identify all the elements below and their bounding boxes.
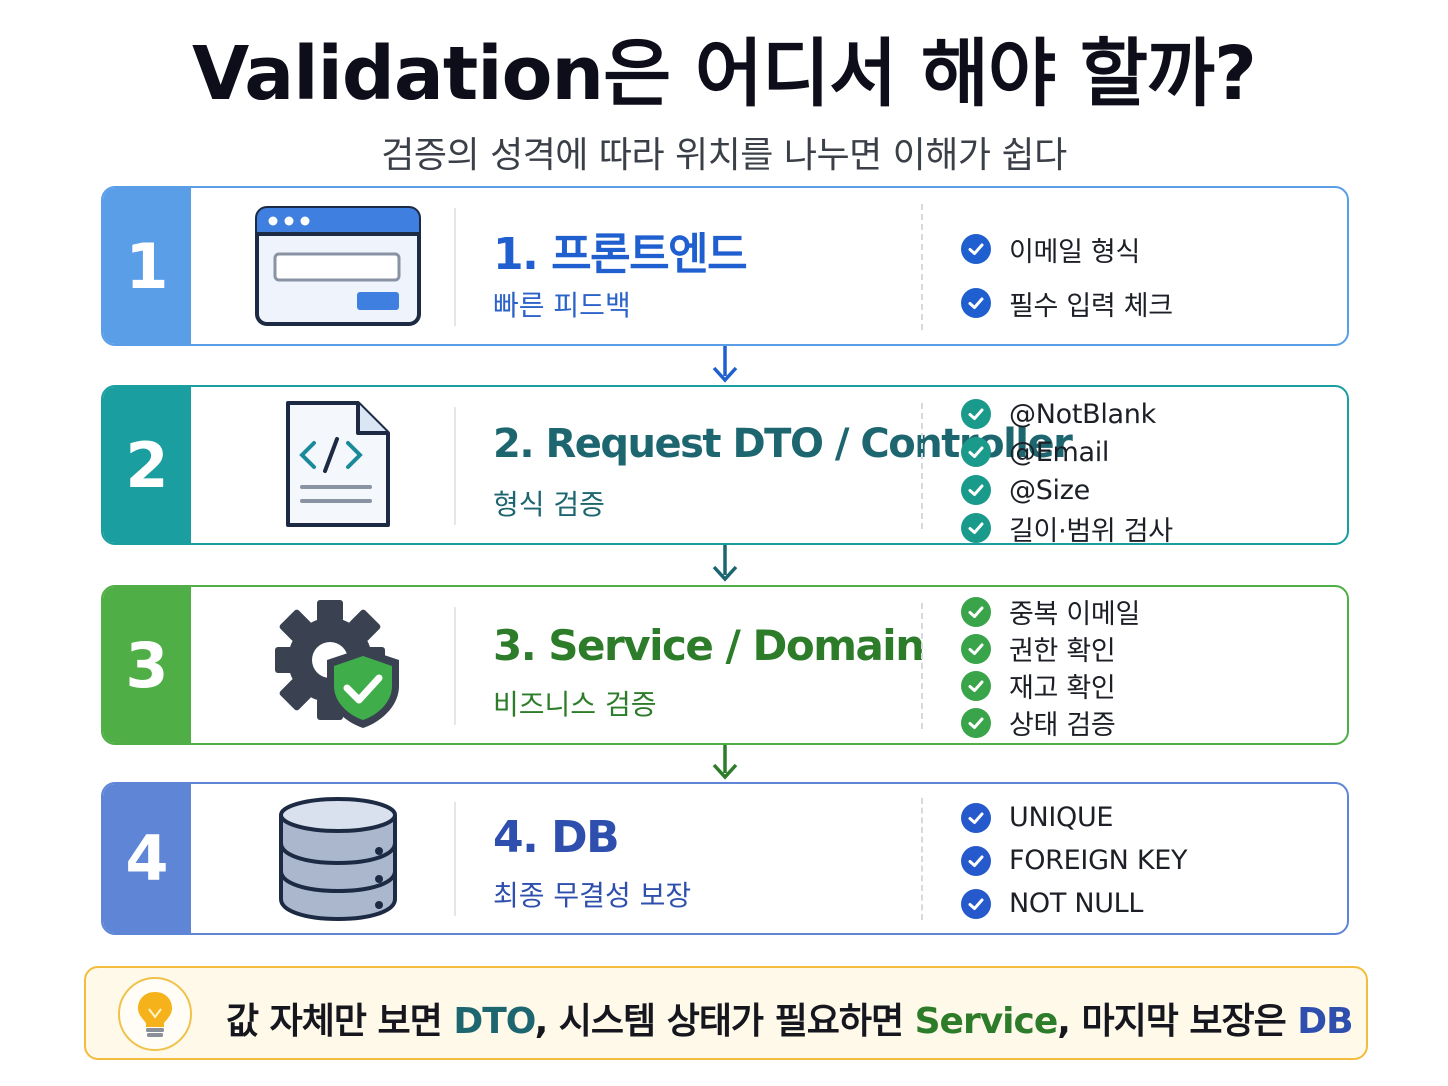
check-item: @NotBlank (961, 395, 1347, 433)
dashed-divider (921, 403, 923, 529)
check-text: 권한 확인 (1009, 636, 1116, 667)
check-text: 재고 확인 (1009, 673, 1116, 704)
check-item: 이메일 형식 (961, 222, 1347, 276)
summary-part: , 마지막 보장은 (1057, 1001, 1298, 1042)
step-card-frontend: 1 1. 프론트엔드 빠른 피드백 이메일 형식 필수 입력 체크 (101, 186, 1349, 346)
check-circle-icon (961, 513, 991, 543)
check-circle-icon (961, 888, 991, 919)
code-file-icon (223, 387, 453, 543)
summary-part: 값 자체만 보면 (226, 1001, 454, 1042)
check-text: NOT NULL (1009, 888, 1144, 919)
divider (454, 802, 456, 916)
divider (454, 407, 456, 525)
page-subtitle: 검증의 성격에 따라 위치를 나누면 이해가 쉽다 (381, 135, 1067, 176)
down-arrow-icon (712, 346, 738, 383)
check-text: @NotBlank (1009, 398, 1156, 430)
check-item: 중복 이메일 (961, 593, 1347, 630)
check-list: 이메일 형식 필수 입력 체크 (961, 222, 1347, 330)
page-title: Validation은 어디서 해야 할까? (192, 31, 1257, 117)
gear-shield-icon (223, 587, 453, 743)
check-item: 길이·범위 검사 (961, 509, 1347, 545)
check-item: FOREIGN KEY (961, 839, 1347, 882)
step-subtitle: 빠른 피드백 (493, 289, 631, 322)
check-circle-icon (961, 802, 991, 833)
check-circle-icon (961, 670, 991, 701)
divider (454, 607, 456, 725)
step-number: 2 (103, 387, 191, 543)
check-text: UNIQUE (1009, 802, 1114, 833)
check-circle-icon (961, 399, 991, 429)
step-title: 1. 프론트엔드 (493, 229, 748, 280)
step-card-dto-controller: 2 2. Request DTO / Controller 형식 검증 @Not… (101, 385, 1349, 545)
database-icon (223, 784, 453, 933)
check-circle-icon (961, 845, 991, 876)
check-item: 필수 입력 체크 (961, 276, 1347, 330)
check-circle-icon (961, 475, 991, 505)
check-text: 상태 검증 (1009, 710, 1116, 741)
check-circle-icon (961, 234, 991, 264)
summary-highlight-db: DB (1297, 1001, 1353, 1042)
dashed-divider (921, 603, 923, 729)
check-item: 권한 확인 (961, 630, 1347, 667)
check-text: 필수 입력 체크 (1009, 290, 1173, 322)
down-arrow-icon (712, 545, 738, 582)
check-text: @Email (1009, 436, 1110, 468)
check-text: 이메일 형식 (1009, 236, 1140, 268)
summary-highlight-service: Service (914, 1001, 1059, 1042)
check-item: NOT NULL (961, 882, 1347, 925)
check-item: 상태 검증 (961, 704, 1347, 741)
dashed-divider (921, 204, 923, 330)
check-item: UNIQUE (961, 796, 1347, 839)
check-item: @Size (961, 471, 1347, 509)
check-circle-icon (961, 437, 991, 467)
check-list: @NotBlank @Email @Size 길이·범위 검사 (961, 395, 1347, 545)
check-text: @Size (1009, 474, 1090, 506)
divider (454, 208, 456, 326)
dashed-divider (921, 798, 923, 920)
check-text: 중복 이메일 (1009, 599, 1140, 630)
summary-tip-box: 값 자체만 보면 DTO, 시스템 상태가 필요하면 Service, 마지막 … (84, 966, 1368, 1060)
step-number: 1 (103, 188, 191, 344)
step-subtitle: 형식 검증 (493, 488, 605, 521)
check-circle-icon (961, 707, 991, 738)
check-circle-icon (961, 288, 991, 318)
browser-form-icon (223, 188, 453, 344)
step-title: 4. DB (493, 812, 620, 863)
check-list: 중복 이메일 권한 확인 재고 확인 상태 검증 (961, 593, 1347, 741)
down-arrow-icon (712, 745, 738, 780)
step-number: 4 (103, 784, 191, 933)
check-circle-icon (961, 633, 991, 664)
check-list: UNIQUE FOREIGN KEY NOT NULL (961, 796, 1347, 925)
check-text: FOREIGN KEY (1009, 845, 1188, 876)
summary-highlight-dto: DTO (453, 1001, 535, 1042)
summary-part: , 시스템 상태가 필요하면 (534, 1001, 915, 1042)
check-text: 길이·범위 검사 (1009, 515, 1173, 545)
check-item: 재고 확인 (961, 667, 1347, 704)
check-item: @Email (961, 433, 1347, 471)
step-subtitle: 최종 무결성 보장 (493, 879, 692, 912)
step-title: 3. Service / Domain (493, 621, 925, 670)
summary-text: 값 자체만 보면 DTO, 시스템 상태가 필요하면 Service, 마지막 … (226, 992, 1354, 1044)
lightbulb-icon (118, 977, 192, 1051)
step-card-db: 4 4. DB 최종 무결성 보장 UNIQUE FOREIGN KEY (101, 782, 1349, 935)
check-circle-icon (961, 596, 991, 627)
step-subtitle: 비즈니스 검증 (493, 688, 657, 721)
step-card-service-domain: 3 3. Service / Domain 비즈니스 검증 (101, 585, 1349, 745)
step-number: 3 (103, 587, 191, 743)
